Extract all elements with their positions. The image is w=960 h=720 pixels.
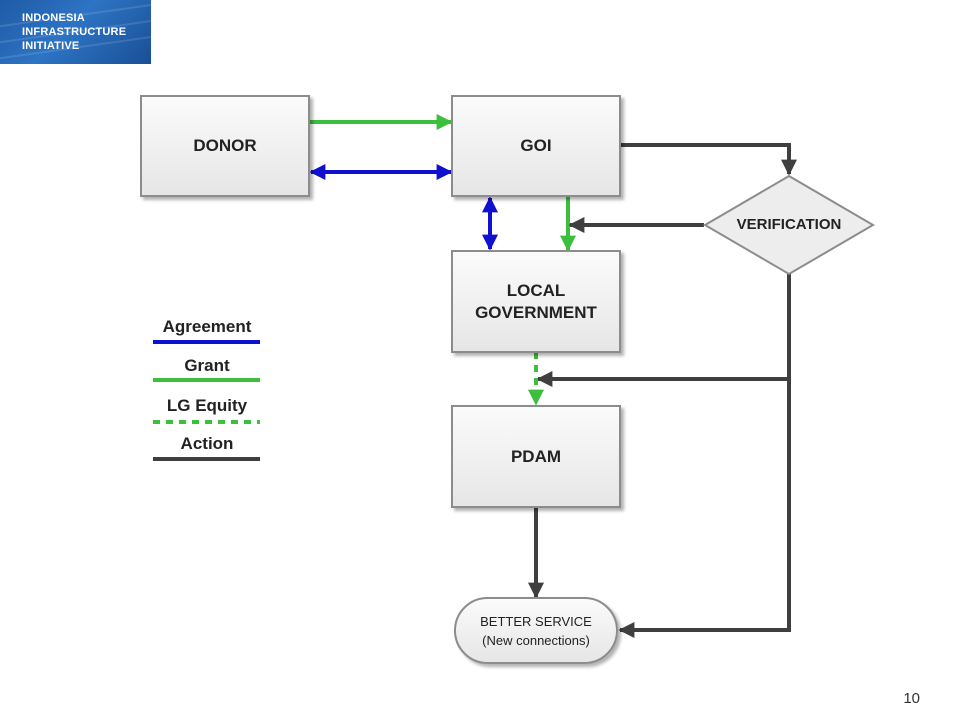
verification-label: VERIFICATION — [736, 216, 842, 233]
local-government-label-line-2: GOVERNMENT — [475, 302, 597, 322]
better-service-label-line-2: (New connections) — [482, 632, 590, 648]
logo-text: INDONESIA INFRASTRUCTURE INITIATIVE — [22, 11, 126, 53]
legend-label-grant: Grant — [184, 356, 230, 375]
donor-box: DONOR — [140, 95, 310, 197]
better-service-label-line-1: BETTER SERVICE — [480, 613, 592, 629]
action-arrow-verification-service — [618, 274, 791, 638]
page-number: 10 — [903, 690, 920, 707]
donor-label: DONOR — [193, 136, 257, 155]
pdam-box: PDAM — [451, 405, 621, 508]
goi-box: GOI — [451, 95, 621, 197]
logo-line-2: INFRASTRUCTURE — [22, 26, 127, 38]
action-arrow-goi-verification — [620, 143, 797, 176]
local-government-box: LOCAL GOVERNMENT — [451, 250, 621, 353]
verification-diamond — [703, 174, 875, 276]
logo-line-3: INITIATIVE — [22, 40, 80, 52]
legend-label-lg-equity: LG Equity — [166, 396, 248, 415]
legend-label-action: Action — [180, 434, 234, 453]
logo-banner: INDONESIA INFRASTRUCTURE INITIATIVE — [0, 0, 151, 64]
legend-label-agreement: Agreement — [162, 317, 252, 336]
pdam-label: PDAM — [510, 446, 562, 466]
goi-label: GOI — [520, 136, 552, 155]
local-government-label-line-1: LOCAL — [506, 280, 566, 300]
logo-line-1: INDONESIA — [22, 12, 85, 24]
better-service-oval: BETTER SERVICE (New connections) — [454, 597, 618, 664]
